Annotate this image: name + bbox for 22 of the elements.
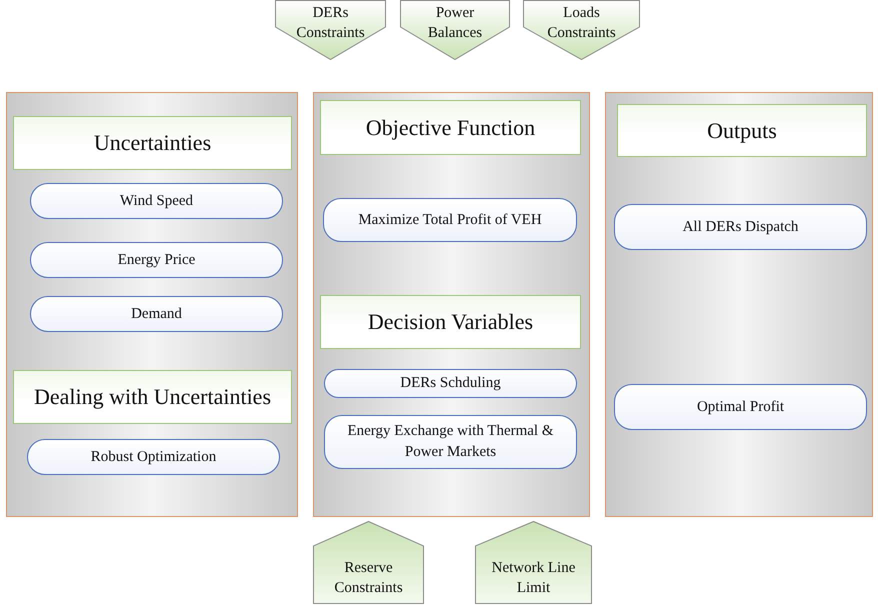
section-header: Dealing with Uncertainties xyxy=(13,370,292,424)
item-pill: Wind Speed xyxy=(30,183,283,219)
panel-background xyxy=(6,92,298,517)
item-pill: Maximize Total Profit of VEH xyxy=(323,198,577,242)
item-pill: All DERs Dispatch xyxy=(614,204,867,250)
item-pill: Energy Exchange with Thermal & Power Markets xyxy=(324,415,577,469)
section-header: Objective Function xyxy=(320,100,581,155)
constraint-pentagon: Reserve Constraints xyxy=(313,521,424,604)
constraint-pentagon: Loads Constraints xyxy=(523,0,640,60)
constraint-pentagon: Power Balances xyxy=(400,0,510,60)
item-pill: Demand xyxy=(30,296,283,332)
item-pill: Energy Price xyxy=(30,242,283,278)
section-header: Outputs xyxy=(617,104,867,157)
item-pill: Optimal Profit xyxy=(614,384,867,430)
item-pill: Robust Optimization xyxy=(27,439,280,475)
panel-background xyxy=(605,92,873,517)
section-header: Decision Variables xyxy=(320,295,581,349)
constraint-pentagon: Network Line Limit xyxy=(475,521,592,604)
item-pill: DERs Schduling xyxy=(324,369,577,398)
panel-background xyxy=(313,92,590,517)
section-header: Uncertainties xyxy=(13,116,292,170)
constraint-pentagon: DERs Constraints xyxy=(275,0,386,60)
